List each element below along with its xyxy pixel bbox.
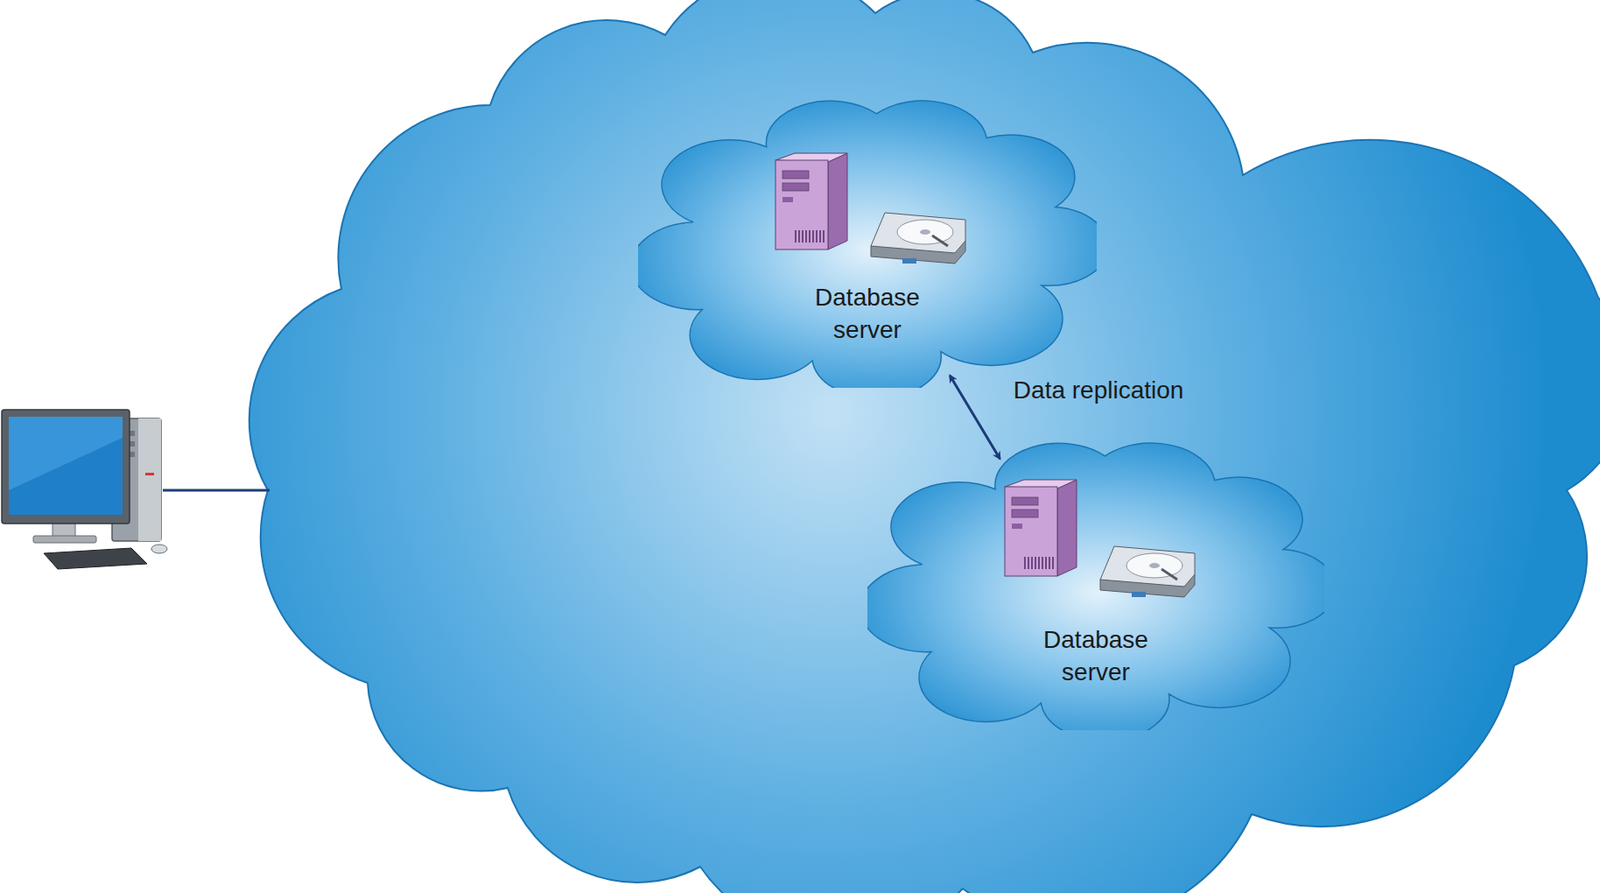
node-label: Database server: [1021, 623, 1171, 688]
node-text-wrap: Database server: [638, 280, 1097, 346]
edge-label: Data replication: [1013, 375, 1185, 406]
node-text-wrap: Database server: [867, 623, 1325, 688]
node-label: Database server: [792, 280, 942, 346]
network-cloud: [249, 0, 1600, 893]
server-and-disk: [775, 153, 966, 264]
database-cloud: Database server: [638, 86, 1097, 388]
network-link: [162, 489, 270, 492]
server-and-disk: [1004, 479, 1195, 597]
database-cloud: Database server: [867, 428, 1325, 730]
replication-arrow: [949, 375, 1000, 459]
client-computer: [1, 409, 168, 569]
